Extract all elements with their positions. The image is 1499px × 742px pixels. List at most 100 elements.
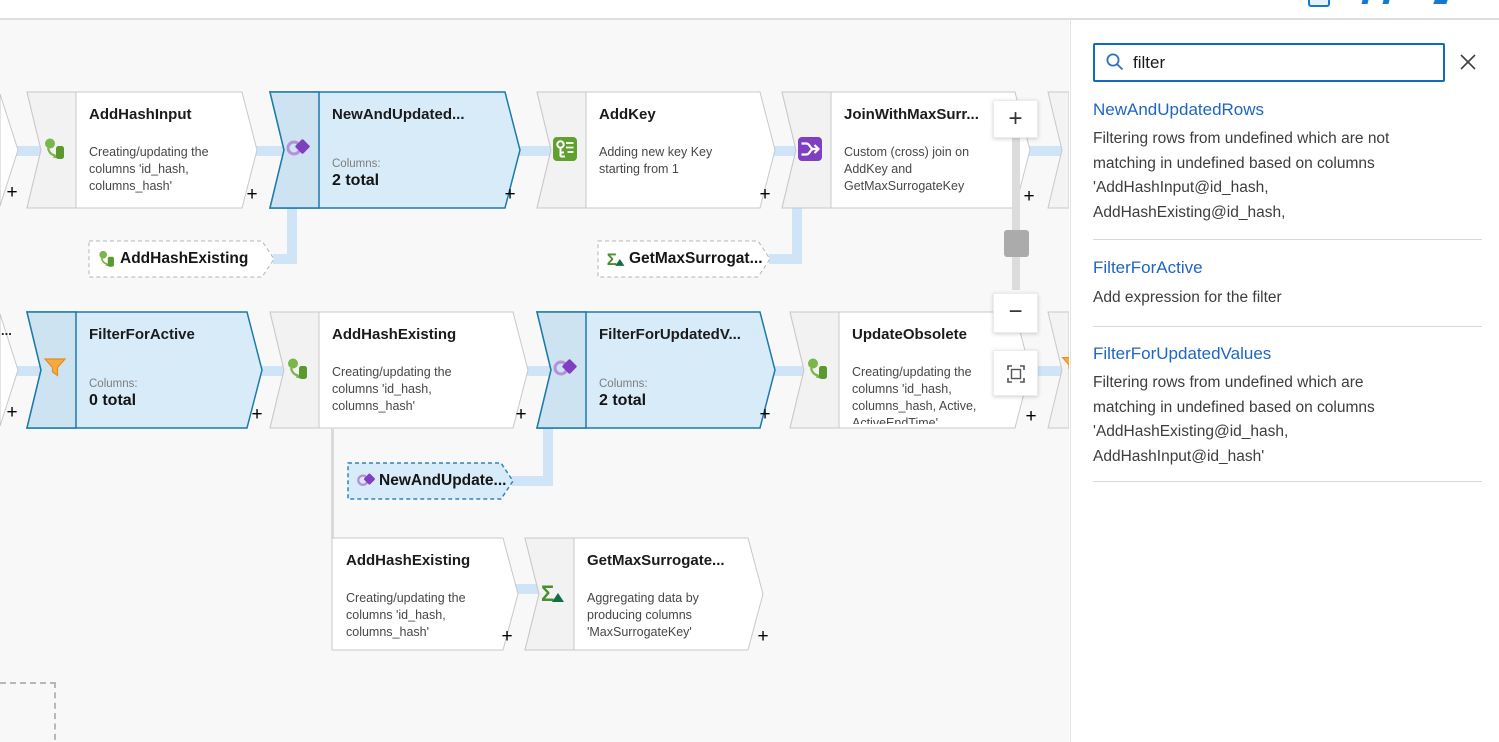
reference-node-addhashexisting[interactable]: AddHashExisting bbox=[88, 240, 275, 278]
zoom-out-label: − bbox=[1008, 298, 1023, 325]
derived-column-icon bbox=[45, 138, 64, 159]
edge bbox=[1026, 146, 1066, 156]
search-input[interactable] bbox=[1133, 45, 1439, 80]
exists-icon bbox=[286, 139, 310, 156]
columns-value: 0 total bbox=[89, 392, 137, 409]
node-addhashexisting[interactable]: AddHashExisting Creating/updating the co… bbox=[269, 311, 529, 429]
edge bbox=[523, 366, 552, 376]
columns-label: Columns: bbox=[599, 378, 648, 390]
add-transformation-button[interactable]: + bbox=[6, 402, 18, 423]
exists-icon bbox=[357, 473, 375, 486]
edge bbox=[769, 254, 802, 264]
add-transformation-button[interactable]: + bbox=[251, 404, 263, 425]
columns-value: 2 total bbox=[599, 392, 647, 409]
aggregate-icon: Σ bbox=[541, 581, 564, 606]
add-transformation-button[interactable]: + bbox=[1023, 186, 1035, 207]
edge bbox=[512, 476, 553, 486]
node-description: Custom (cross) join on AddKey and GetMax… bbox=[844, 145, 970, 193]
node-filterforactive[interactable]: FilterForActive Columns: 0 total bbox=[26, 311, 263, 429]
search-result-link[interactable]: FilterForActive bbox=[1093, 258, 1203, 277]
node-title: AddHashInput bbox=[89, 106, 192, 123]
search-result-description: Filtering rows from undefined which are … bbox=[1093, 130, 1390, 221]
add-transformation-button[interactable]: + bbox=[504, 184, 516, 205]
node-title: AddHashExisting bbox=[346, 552, 471, 569]
filter-icon bbox=[43, 358, 67, 377]
derived-column-icon bbox=[288, 358, 307, 379]
edge bbox=[252, 146, 285, 156]
reference-node-label: AddHashExisting bbox=[120, 250, 249, 267]
svg-text:Σ: Σ bbox=[607, 250, 617, 269]
node-addhashinput[interactable]: AddHashInput Creating/updating the colum… bbox=[26, 91, 258, 209]
reference-node-label: GetMaxSurrogat... bbox=[629, 250, 763, 267]
add-transformation-button[interactable]: + bbox=[757, 626, 769, 647]
close-icon[interactable] bbox=[1456, 50, 1480, 74]
clipboard-icon[interactable] bbox=[1308, 0, 1330, 7]
node-newandupdatedrows[interactable]: NewAndUpdated... Columns: 2 total bbox=[269, 91, 521, 209]
edge bbox=[771, 366, 805, 376]
derived-column-icon bbox=[808, 358, 827, 379]
result-divider bbox=[1093, 239, 1482, 240]
add-transformation-button[interactable]: + bbox=[1025, 406, 1037, 427]
node-addkey[interactable]: AddKey Adding new key Key starting from … bbox=[536, 91, 776, 209]
edge bbox=[273, 254, 297, 264]
exists-icon bbox=[553, 359, 577, 376]
node-description: Aggregating data by producing columns 'M… bbox=[587, 591, 699, 639]
truncated-node-label: ... bbox=[1, 323, 12, 338]
node-joinwithmaxsurrogatekey[interactable]: JoinWithMaxSurr... Custom (cross) join o… bbox=[781, 91, 1031, 209]
reference-node-newandupdatedrows[interactable]: NewAndUpdate... bbox=[347, 462, 514, 500]
branch-line bbox=[331, 429, 334, 538]
node-title: NewAndUpdated... bbox=[332, 106, 465, 123]
aggregate-icon: Σ bbox=[607, 250, 625, 269]
zoom-in-button[interactable]: + bbox=[993, 100, 1038, 138]
node-cutoff-bottom-left[interactable] bbox=[0, 682, 56, 742]
node-updateobsolete[interactable]: UpdateObsolete Creating/updating the col… bbox=[789, 311, 1031, 429]
edge bbox=[257, 366, 285, 376]
node-description: Creating/updating the columns 'id_hash, … bbox=[332, 365, 452, 413]
search-icon bbox=[1106, 53, 1124, 71]
add-transformation-button[interactable]: + bbox=[6, 182, 18, 203]
fit-to-screen-icon bbox=[1006, 365, 1025, 383]
node-description: Creating/updating the columns 'id_hash, … bbox=[89, 145, 209, 193]
node-title: FilterForActive bbox=[89, 326, 195, 343]
add-transformation-button[interactable]: + bbox=[515, 404, 527, 425]
node-cutoff-right-row2[interactable] bbox=[1047, 311, 1069, 429]
search-result-description: Add expression for the filter bbox=[1093, 289, 1282, 306]
filter-icon bbox=[1061, 357, 1069, 370]
node-addhashexisting-branch[interactable]: AddHashExisting Creating/updating the co… bbox=[331, 537, 519, 651]
search-box bbox=[1093, 43, 1445, 82]
node-cutoff-right-row1[interactable] bbox=[1047, 91, 1069, 209]
search-result-link[interactable]: NewAndUpdatedRows bbox=[1093, 100, 1265, 119]
edge bbox=[792, 208, 802, 264]
add-transformation-button[interactable]: + bbox=[501, 626, 513, 647]
tick-icon[interactable] bbox=[1361, 0, 1369, 4]
result-divider bbox=[1093, 481, 1482, 482]
reference-node-label: NewAndUpdate... bbox=[379, 472, 507, 489]
add-transformation-button[interactable]: + bbox=[759, 404, 771, 425]
node-filterforupdatedvalues[interactable]: FilterForUpdatedV... Columns: 2 total bbox=[536, 311, 776, 429]
zoom-slider-track[interactable] bbox=[1012, 138, 1020, 290]
columns-value: 2 total bbox=[332, 172, 380, 189]
edge bbox=[770, 146, 797, 156]
join-icon bbox=[798, 137, 822, 161]
add-transformation-button[interactable]: + bbox=[246, 184, 258, 205]
surrogate-key-icon bbox=[553, 137, 577, 161]
dataflow-canvas[interactable]: + ... + bbox=[0, 20, 1069, 742]
reference-node-getmaxsurrogatekey[interactable]: Σ GetMaxSurrogat... bbox=[597, 240, 771, 278]
node-getmaxsurrogatekey[interactable]: Σ GetMaxSurrogate... Aggregating data by… bbox=[524, 537, 764, 651]
derived-column-icon bbox=[99, 250, 114, 267]
zoom-slider-thumb[interactable] bbox=[1004, 230, 1029, 257]
node-cutoff-left-row1[interactable] bbox=[0, 92, 20, 208]
result-divider bbox=[1093, 326, 1482, 327]
edge bbox=[516, 146, 552, 156]
node-title: AddKey bbox=[599, 106, 656, 123]
zoom-out-button[interactable]: − bbox=[993, 293, 1038, 333]
search-result-link[interactable]: FilterForUpdatedValues bbox=[1093, 344, 1272, 363]
zoom-in-label: + bbox=[1008, 105, 1023, 132]
node-description: Creating/updating the columns 'id_hash, … bbox=[852, 365, 977, 424]
pen-icon[interactable] bbox=[1433, 0, 1448, 4]
add-transformation-button[interactable]: + bbox=[759, 184, 771, 205]
fit-to-screen-button[interactable] bbox=[993, 350, 1038, 396]
edge bbox=[287, 208, 297, 264]
tick-icon[interactable] bbox=[1382, 0, 1390, 4]
node-cutoff-left-row2[interactable] bbox=[0, 312, 20, 428]
